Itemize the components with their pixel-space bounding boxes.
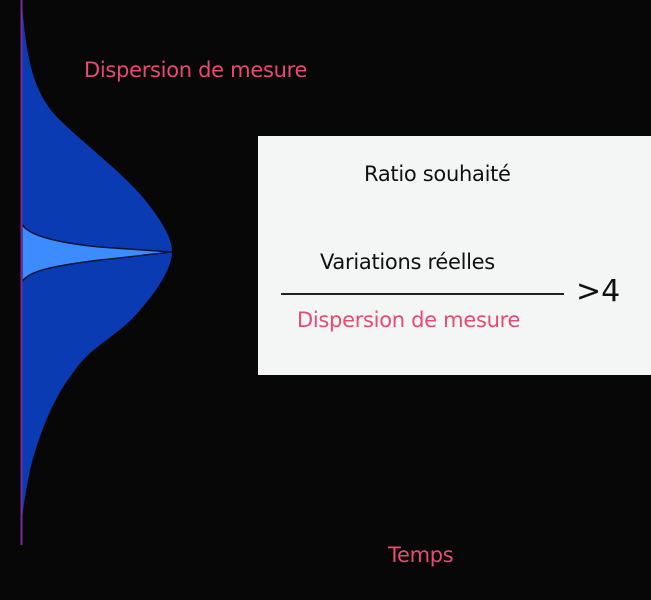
ratio-box: Ratio souhaité Variations réelles Disper… bbox=[258, 136, 651, 375]
ratio-threshold: >4 bbox=[576, 274, 621, 309]
measurement-dispersion-label: Dispersion de mesure bbox=[84, 58, 308, 82]
time-axis-label: Temps bbox=[388, 543, 454, 567]
fraction-bar bbox=[281, 293, 564, 295]
ratio-numerator: Variations réelles bbox=[320, 250, 495, 274]
narrow-distribution-curve bbox=[21, 223, 173, 283]
ratio-title: Ratio souhaité bbox=[364, 162, 511, 186]
ratio-denominator: Dispersion de mesure bbox=[297, 308, 521, 332]
